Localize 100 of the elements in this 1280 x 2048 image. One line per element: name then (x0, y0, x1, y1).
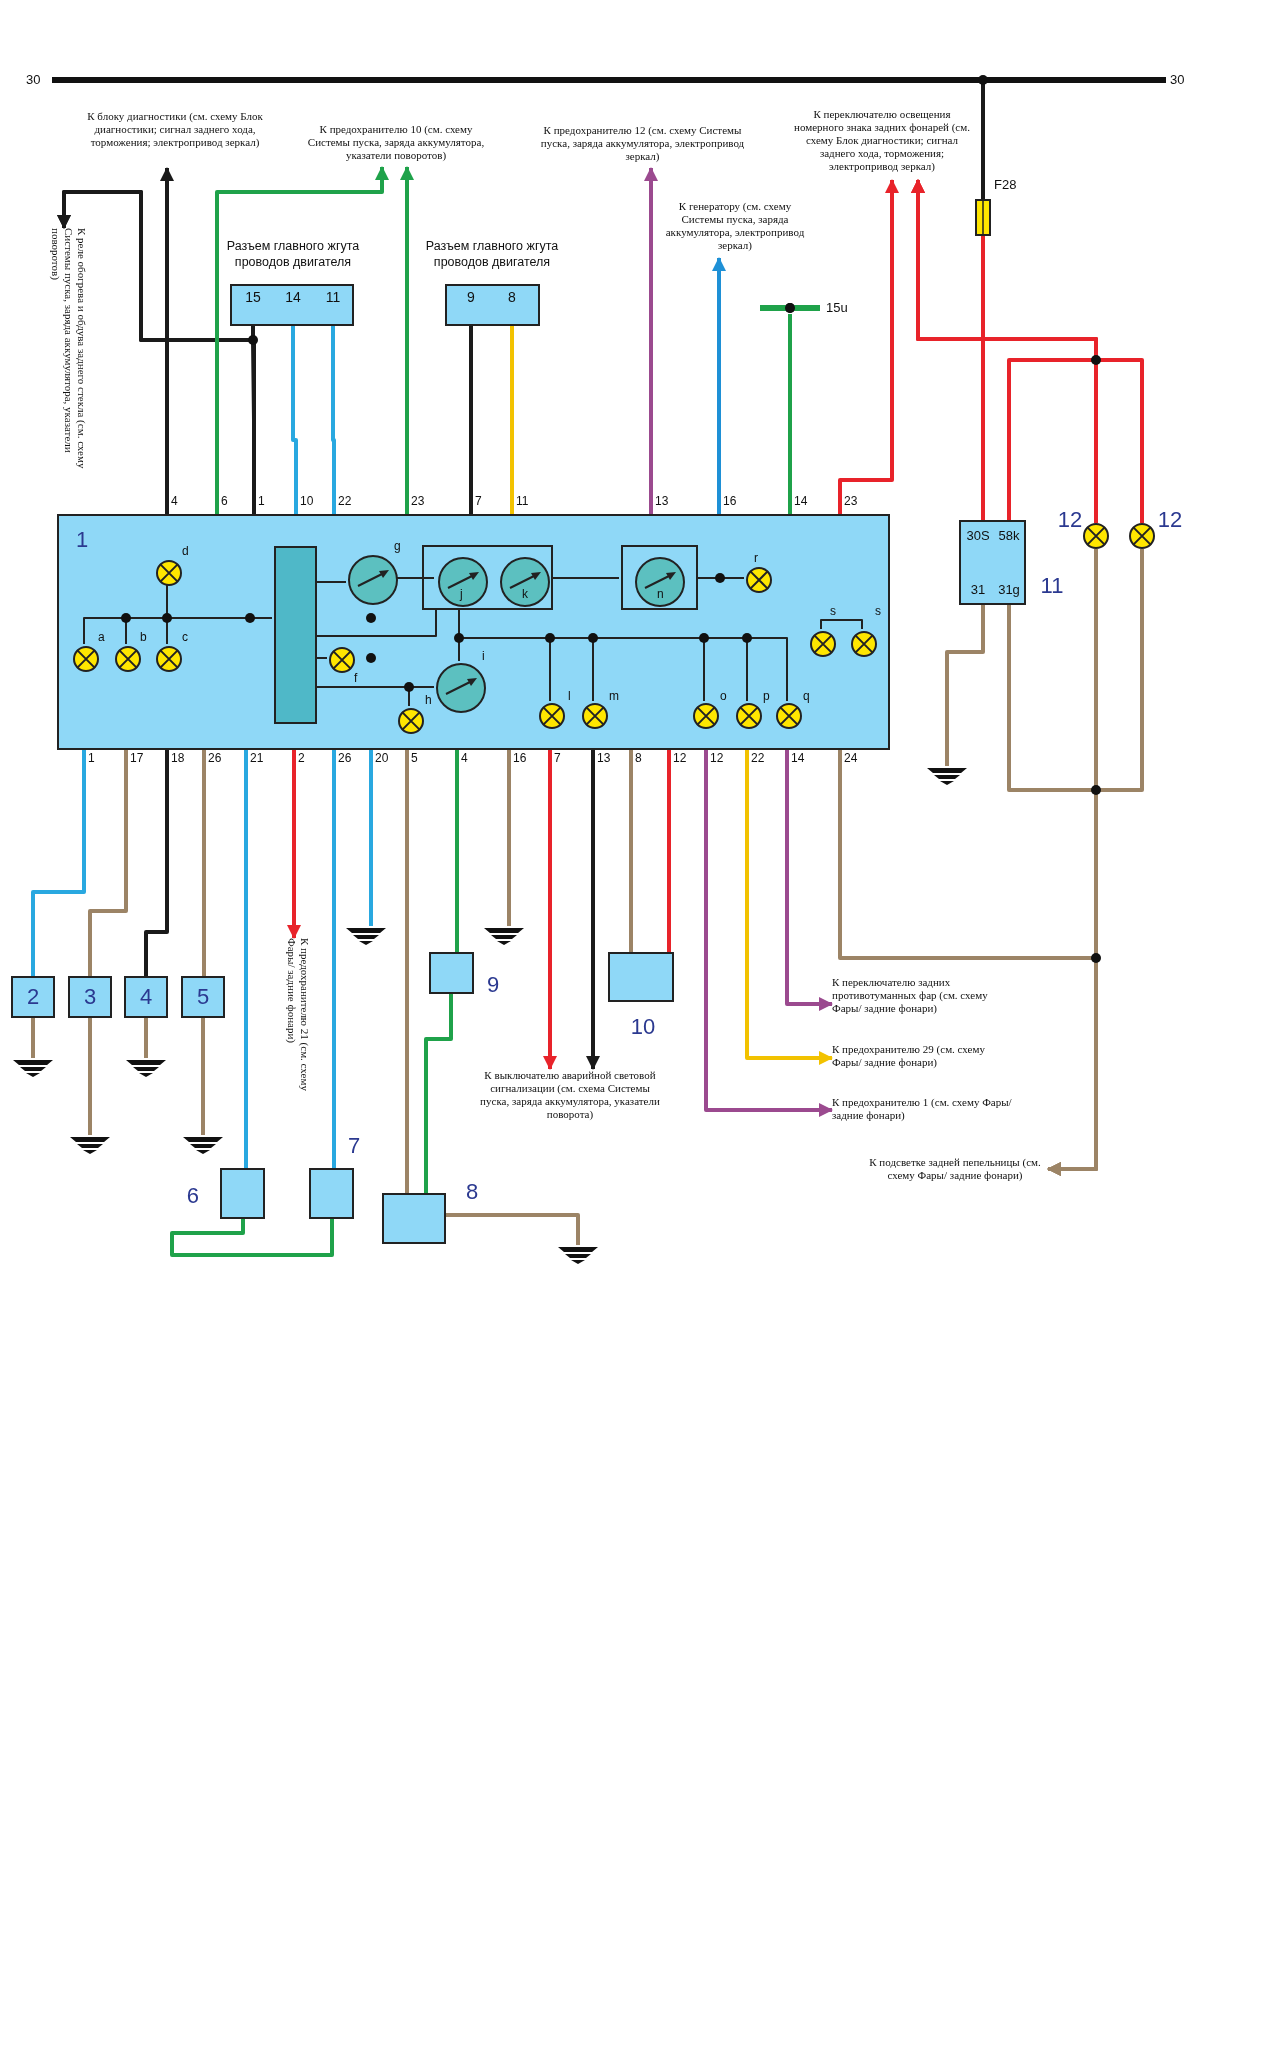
gauge-label: g (394, 540, 401, 554)
wire-arrow (838, 179, 899, 514)
wire (405, 750, 409, 1193)
pin-number: 26 (338, 752, 352, 766)
component-number: 3 (83, 984, 97, 1010)
reference-note: К предохранителю 21 (см. схему Фары/ задние фонари) (281, 938, 311, 1118)
lamp-label: s (830, 605, 836, 619)
pin-number: 13 (597, 752, 611, 766)
component-number: 1 (75, 527, 89, 553)
pin-number: 24 (844, 752, 858, 766)
wire (629, 750, 633, 952)
wire-arrow (745, 750, 833, 1065)
pin-number: 8 (635, 752, 642, 766)
wire (945, 605, 985, 766)
wire-arrow (287, 750, 301, 939)
component-number: 2 (26, 984, 40, 1010)
pin-number: 14 (285, 288, 301, 306)
pin-number: 22 (338, 495, 352, 509)
component-number: 5 (196, 984, 210, 1010)
wire (201, 1018, 205, 1135)
wire-arrow (400, 166, 414, 514)
pin-number: 13 (655, 495, 669, 509)
gauge-label: i (482, 650, 485, 664)
pin-number: 23 (411, 495, 425, 509)
pin-number: 18 (171, 752, 185, 766)
pin-number: 1 (258, 495, 265, 509)
pin-number: 9 (467, 288, 475, 306)
pin-number: 20 (375, 752, 389, 766)
lamp-label: 12 (1057, 507, 1083, 533)
terminal-label: 31 (970, 582, 986, 598)
terminal-label: 30 (26, 73, 41, 88)
pin-number: 6 (221, 495, 228, 509)
pin-number: 26 (208, 752, 222, 766)
instrument-cluster-panel (57, 514, 890, 750)
connector-title: Разъем главного жгута проводов двигателя (225, 238, 361, 270)
ground-symbol (11, 1058, 55, 1078)
wire (31, 1018, 35, 1058)
wire (88, 1018, 92, 1135)
gauge-frame (621, 545, 698, 610)
reference-note: К блоку диагностики (см. схему Блок диагностики; сигнал заднего хода, торможения; электропривод зеркал) (72, 110, 278, 168)
reference-note: К подсветке задней пепельницы (см. схему Фары/ задние фонари) (862, 1156, 1048, 1186)
reference-note: К предохранителю 1 (см. схему Фары/ задние фонари) (832, 1096, 1012, 1126)
pin-number: 15 (245, 288, 261, 306)
wire (331, 326, 336, 514)
wire (202, 750, 206, 976)
wire (510, 326, 514, 514)
gauge-frame (422, 545, 553, 610)
component-number: 8 (465, 1179, 479, 1205)
pin-number: 12 (710, 752, 724, 766)
lamp-label: c (182, 631, 188, 645)
component-number: 11 (1040, 573, 1064, 599)
terminal-label: 58k (998, 528, 1020, 544)
terminal-label: 30S (966, 528, 990, 544)
terminal-label: 31g (998, 582, 1020, 598)
reference-note: К предохранителю 10 (см. схему Системы пуска, заряда аккумулятора, указатели поворотов) (298, 123, 494, 167)
wire (550, 577, 620, 579)
wire-arrow (838, 750, 1098, 1176)
component-number: 10 (630, 1014, 656, 1040)
wire-arrow (586, 750, 600, 1070)
circuit-board-strip (274, 546, 317, 724)
pin-number: 21 (250, 752, 264, 766)
lamp-label: d (182, 545, 189, 559)
lamp-label: p (763, 690, 770, 704)
wire (788, 314, 792, 514)
reference-note: К реле обогрева и обдува заднего стекла (см. схему Системы пуска, заряда аккумулятора, указатели поворотов) (40, 228, 88, 490)
pin-number: 1 (88, 752, 95, 766)
wire (507, 750, 511, 926)
lamp-label: a (98, 631, 105, 645)
pin-number: 7 (554, 752, 561, 766)
pin-number: 14 (791, 752, 805, 766)
wire (469, 326, 473, 514)
reference-note: К выключателю аварийной световой сигнализации (см. схема Системы пуска, заряда аккумулятора, указатели поворота) (478, 1069, 662, 1129)
pin-number: 4 (171, 495, 178, 509)
terminal-label: 15u (826, 301, 848, 316)
ground-symbol (482, 926, 526, 946)
wire (170, 1219, 334, 1257)
ground-symbol (68, 1135, 112, 1155)
component-number: 6 (186, 1183, 200, 1209)
pin-number: 10 (300, 495, 314, 509)
ground-symbol (556, 1245, 600, 1265)
lamp-label: 12 (1157, 507, 1183, 533)
wire (455, 750, 459, 952)
ground-symbol (124, 1058, 168, 1078)
wire (369, 750, 373, 926)
component-number: 7 (347, 1133, 361, 1159)
wire (820, 619, 863, 630)
wire (981, 83, 985, 199)
wire (446, 1213, 580, 1245)
pin-number: 12 (673, 752, 687, 766)
wire-arrow (712, 257, 726, 514)
lamp-label: s (875, 605, 881, 619)
ground-symbol (181, 1135, 225, 1155)
reference-note: К переключателю задних противотуманных фар (см. схему Фары/ задние фонари) (832, 976, 1012, 1020)
terminal-label: 30 (1170, 73, 1185, 88)
pin-number: 4 (461, 752, 468, 766)
wire (144, 750, 169, 976)
gauge-label: n (657, 588, 664, 602)
pin-number: 5 (411, 752, 418, 766)
lamp-label: m (609, 690, 619, 704)
wire (144, 1018, 148, 1058)
